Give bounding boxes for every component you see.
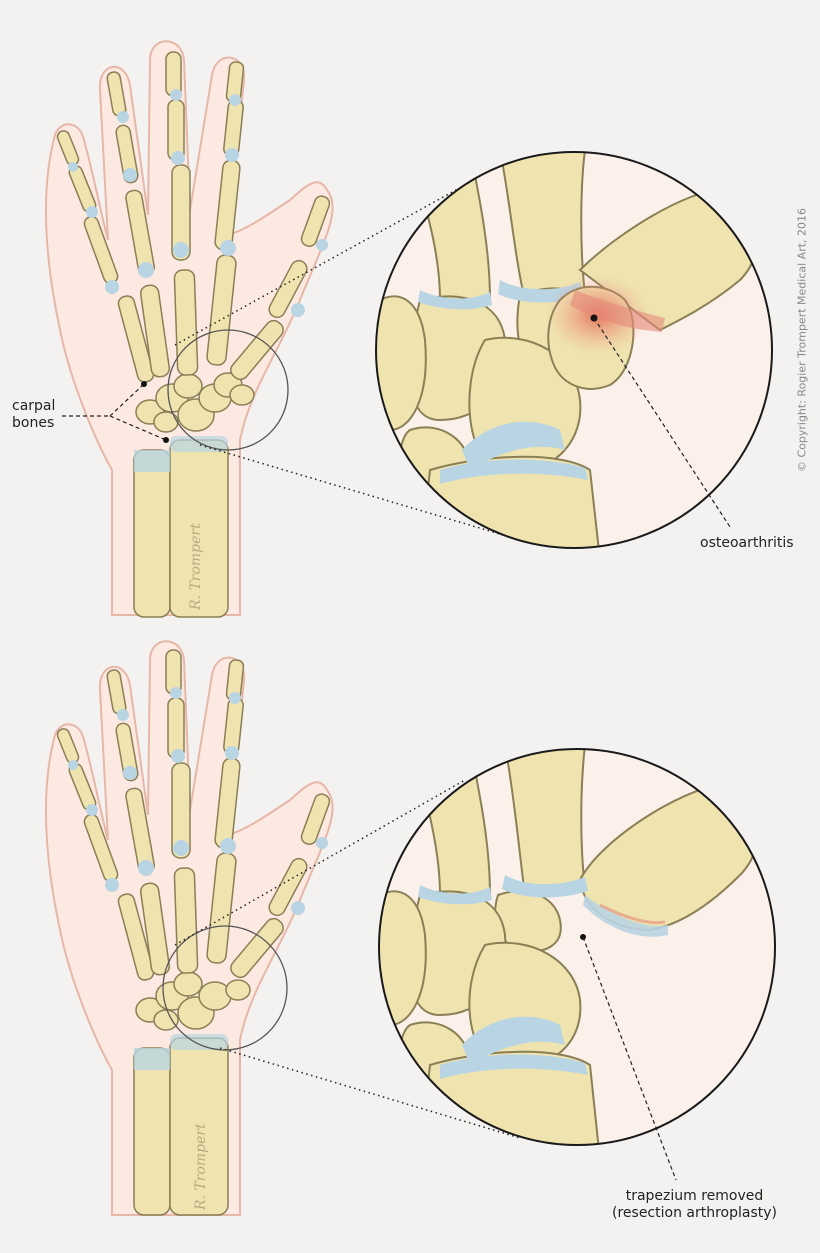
trapezium-removed-line1: trapezium removed [625,1188,764,1204]
copyright-notice: © Copyright: Rogier Trompert Medical Art… [795,207,809,473]
magnifier-source-top [167,329,289,451]
signature-bottom: R. Trompert [193,1123,209,1211]
carpal-bones-pointer [62,383,167,441]
carpal-bones-bottom [135,971,251,1031]
magnified-view-bottom [378,748,776,1181]
hand-top: R. Trompert [44,40,334,618]
carpal-bones-label-line1: carpal [12,398,56,414]
zoom-lines-bottom [174,779,521,1139]
ulna-top [133,449,171,618]
signature-top: R. Trompert [188,523,204,611]
osteoarthritis-label: osteoarthritis [700,535,794,551]
carpal-bones-label-line2: bones [12,415,55,431]
finger-bones-top [56,51,331,383]
magnified-view-top [375,151,773,549]
joint-cartilage-top [68,89,328,317]
zoom-lines-top [174,184,521,541]
joint-cartilage-bottom [68,687,328,915]
carpal-bones-label: carpal bones [12,398,55,432]
hand-bottom: R. Trompert [44,640,334,1216]
trapezium-removed-label: trapezium removed (resection arthroplast… [612,1188,777,1222]
trapezium-removed-line2: (resection arthroplasty) [612,1205,777,1221]
magnifier-circle-top [375,151,773,549]
magnifier-circle-bottom [378,748,776,1146]
trapezium-pointer [582,936,677,1181]
